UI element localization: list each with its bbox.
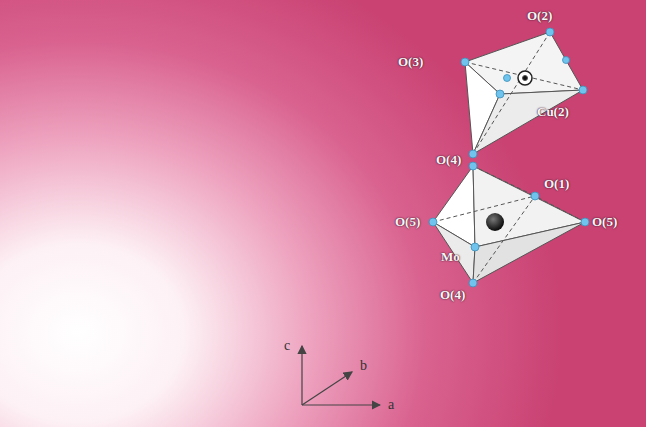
axes bbox=[302, 346, 380, 405]
oxygen-label: O(1) bbox=[544, 176, 569, 191]
axis-label: b bbox=[360, 358, 367, 373]
axis-label: a bbox=[388, 397, 394, 412]
oxygen-label: O(3) bbox=[398, 54, 423, 69]
mo-atom bbox=[486, 213, 504, 231]
atom-label: Cu(2) bbox=[537, 104, 569, 119]
cu-atom bbox=[518, 71, 532, 85]
oxygen-label: O(4) bbox=[440, 287, 465, 302]
cu-polyhedron bbox=[465, 32, 583, 154]
oxygen-atoms bbox=[429, 28, 589, 287]
axis-label: c bbox=[284, 338, 290, 353]
oxygen-label: O(5) bbox=[592, 214, 617, 229]
oxygen-label: O(4) bbox=[436, 152, 461, 167]
atom-label: Mo bbox=[441, 249, 460, 264]
mo-octahedron bbox=[433, 166, 585, 283]
oxygen-label: O(5) bbox=[395, 214, 420, 229]
oxygen-label: O(2) bbox=[527, 8, 552, 23]
